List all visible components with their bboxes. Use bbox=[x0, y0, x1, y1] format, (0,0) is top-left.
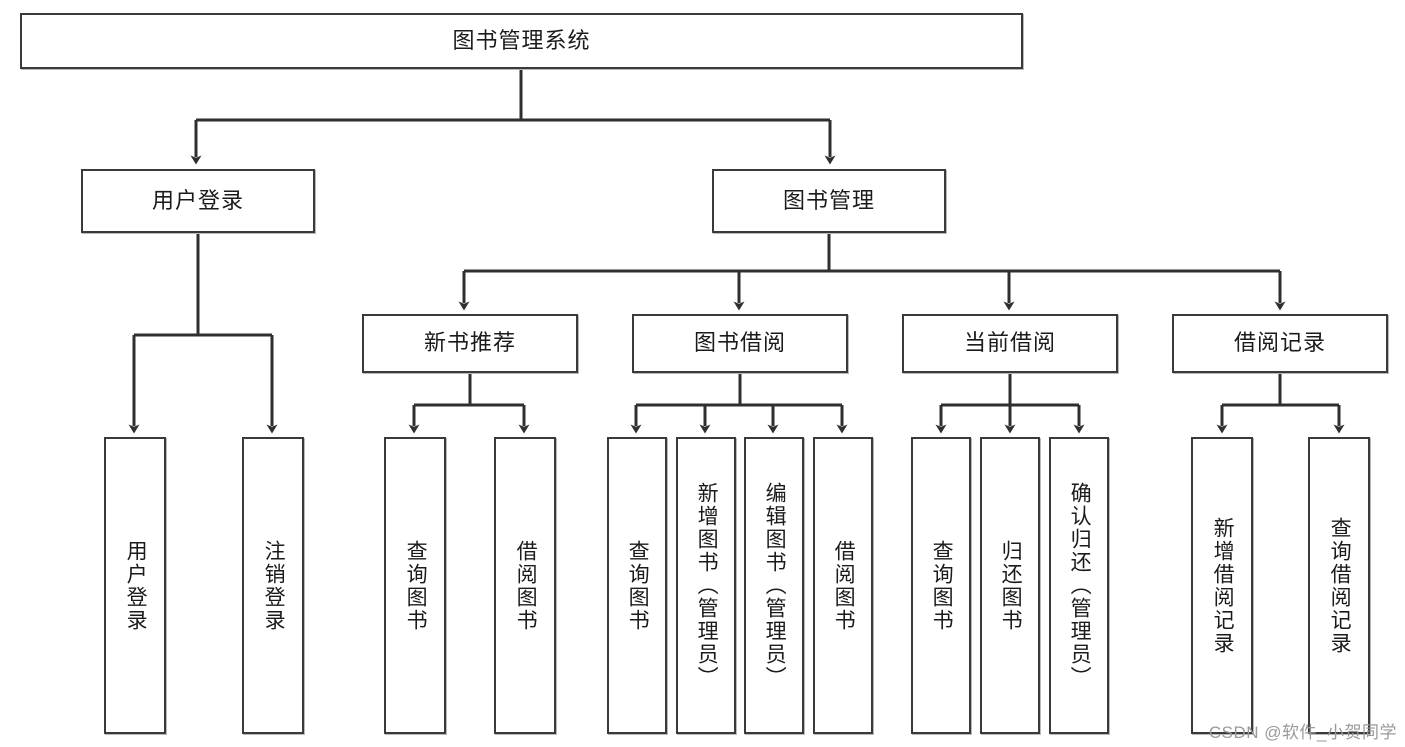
node-label: 图书借阅 bbox=[693, 330, 786, 356]
leaf-query-borrow-record[interactable]: 查询借阅记录 bbox=[1308, 437, 1370, 734]
node-user-login-module[interactable]: 用户登录 bbox=[81, 169, 315, 233]
node-label: 归还图书 bbox=[999, 539, 1023, 632]
node-book-management-module[interactable]: 图书管理 bbox=[712, 169, 946, 233]
leaf-edit-book-admin[interactable]: 编辑图书（管理员） bbox=[744, 437, 804, 734]
node-label: 当前借阅 bbox=[963, 330, 1056, 356]
leaf-query-book-borrow[interactable]: 查询图书 bbox=[607, 437, 667, 734]
watermark-text: CSDN @软件_小贺同学 bbox=[1208, 723, 1397, 742]
node-label: 图书管理系统 bbox=[452, 27, 591, 53]
leaf-borrow-book[interactable]: 借阅图书 bbox=[813, 437, 873, 734]
node-label: 用户登录 bbox=[124, 539, 148, 632]
node-label: 借阅图书 bbox=[832, 539, 856, 632]
node-current-borrow[interactable]: 当前借阅 bbox=[902, 314, 1118, 373]
leaf-borrow-book-recommend[interactable]: 借阅图书 bbox=[494, 437, 556, 734]
node-label: 查询图书 bbox=[930, 539, 954, 632]
node-borrow-record[interactable]: 借阅记录 bbox=[1172, 314, 1388, 373]
node-label: 用户登录 bbox=[151, 187, 244, 213]
node-label: 确认归还（管理员） bbox=[1068, 482, 1092, 689]
leaf-user-login[interactable]: 用户登录 bbox=[104, 437, 166, 734]
node-label: 新增借阅记录 bbox=[1211, 516, 1235, 655]
node-label: 注销登录 bbox=[262, 539, 286, 632]
leaf-logout[interactable]: 注销登录 bbox=[242, 437, 304, 734]
leaf-return-book[interactable]: 归还图书 bbox=[980, 437, 1040, 734]
node-book-borrow[interactable]: 图书借阅 bbox=[632, 314, 848, 373]
node-label: 编辑图书（管理员） bbox=[763, 482, 787, 689]
leaf-query-book-current[interactable]: 查询图书 bbox=[911, 437, 971, 734]
node-root-system[interactable]: 图书管理系统 bbox=[20, 13, 1023, 69]
node-label: 查询图书 bbox=[626, 539, 650, 632]
node-new-book-recommend[interactable]: 新书推荐 bbox=[362, 314, 578, 373]
node-label: 新增图书（管理员） bbox=[695, 482, 719, 689]
leaf-add-book-admin[interactable]: 新增图书（管理员） bbox=[676, 437, 736, 734]
node-label: 查询借阅记录 bbox=[1328, 516, 1352, 655]
node-label: 借阅记录 bbox=[1233, 330, 1326, 356]
leaf-confirm-return-admin[interactable]: 确认归还（管理员） bbox=[1049, 437, 1109, 734]
node-label: 新书推荐 bbox=[423, 330, 516, 356]
node-label: 图书管理 bbox=[782, 187, 875, 213]
node-label: 借阅图书 bbox=[514, 539, 538, 632]
node-label: 查询图书 bbox=[404, 539, 428, 632]
leaf-add-borrow-record[interactable]: 新增借阅记录 bbox=[1191, 437, 1253, 734]
leaf-query-book-recommend[interactable]: 查询图书 bbox=[384, 437, 446, 734]
